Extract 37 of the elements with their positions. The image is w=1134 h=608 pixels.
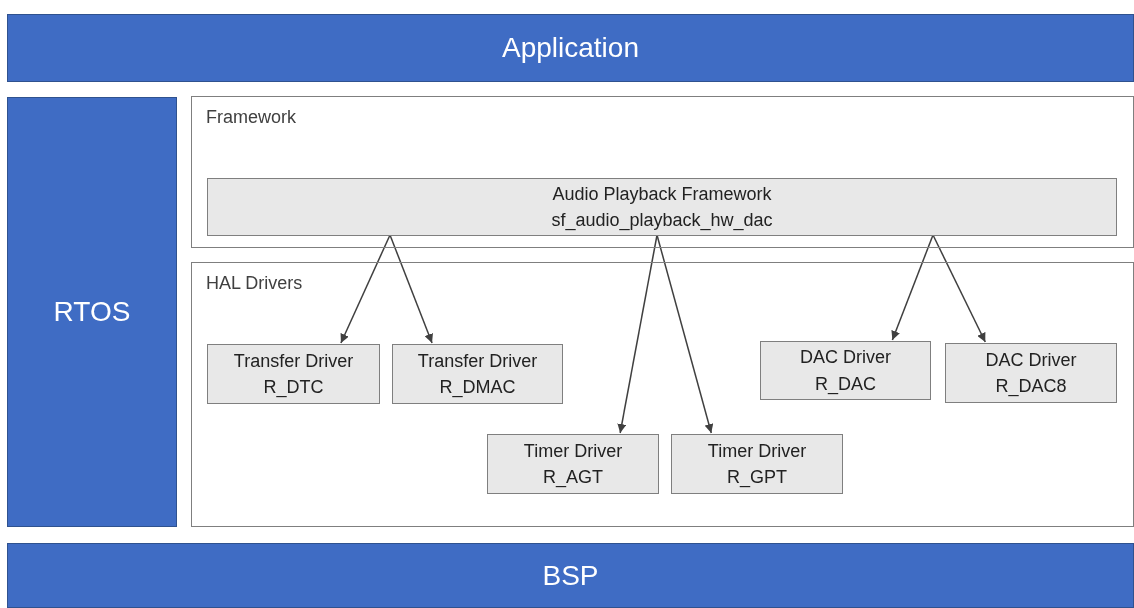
- module-id: R_GPT: [727, 466, 787, 490]
- module-box: [207, 344, 380, 404]
- arrow: [617, 234, 658, 434]
- arrow: [389, 234, 433, 344]
- layer-label: Application: [502, 32, 639, 64]
- panel-heading: HAL Drivers: [206, 273, 303, 294]
- arrow: [656, 234, 714, 434]
- layer-panel: [191, 262, 1134, 527]
- module-id: DAC Driver: [985, 348, 1077, 372]
- module-id: DAC Driver: [800, 346, 891, 370]
- module-id: R_DTC: [263, 376, 324, 400]
- module-id: R_AGT: [543, 466, 603, 490]
- layer-band: [7, 14, 1134, 82]
- module-box: [671, 434, 843, 494]
- module-box: [945, 343, 1117, 403]
- module-box: [487, 434, 659, 494]
- module-id: Timer Driver: [523, 439, 623, 463]
- arrow: [891, 234, 934, 341]
- module-box: [207, 178, 1117, 236]
- module-id: R_DMAC: [439, 376, 516, 400]
- arrow: [340, 234, 391, 344]
- arrow: [932, 234, 987, 343]
- module-id: R_DAC: [815, 372, 876, 397]
- layer-label: RTOS: [53, 296, 131, 328]
- module-id: sf_audio_playback_hw_dac: [551, 209, 773, 233]
- layer-panel: [191, 96, 1134, 248]
- module-box: [760, 341, 931, 400]
- module-id: Timer Driver: [707, 439, 807, 463]
- layer-band: [7, 97, 177, 527]
- module-id: R_DAC8: [995, 375, 1067, 399]
- layer-label: BSP: [542, 559, 599, 592]
- panel-heading: Framework: [206, 107, 296, 128]
- module-id: Transfer Driver: [417, 349, 538, 373]
- module-id: Transfer Driver: [233, 349, 354, 373]
- layer-band: [7, 543, 1134, 608]
- module-box: [392, 344, 563, 404]
- module-id: Audio Playback Framework: [552, 182, 772, 206]
